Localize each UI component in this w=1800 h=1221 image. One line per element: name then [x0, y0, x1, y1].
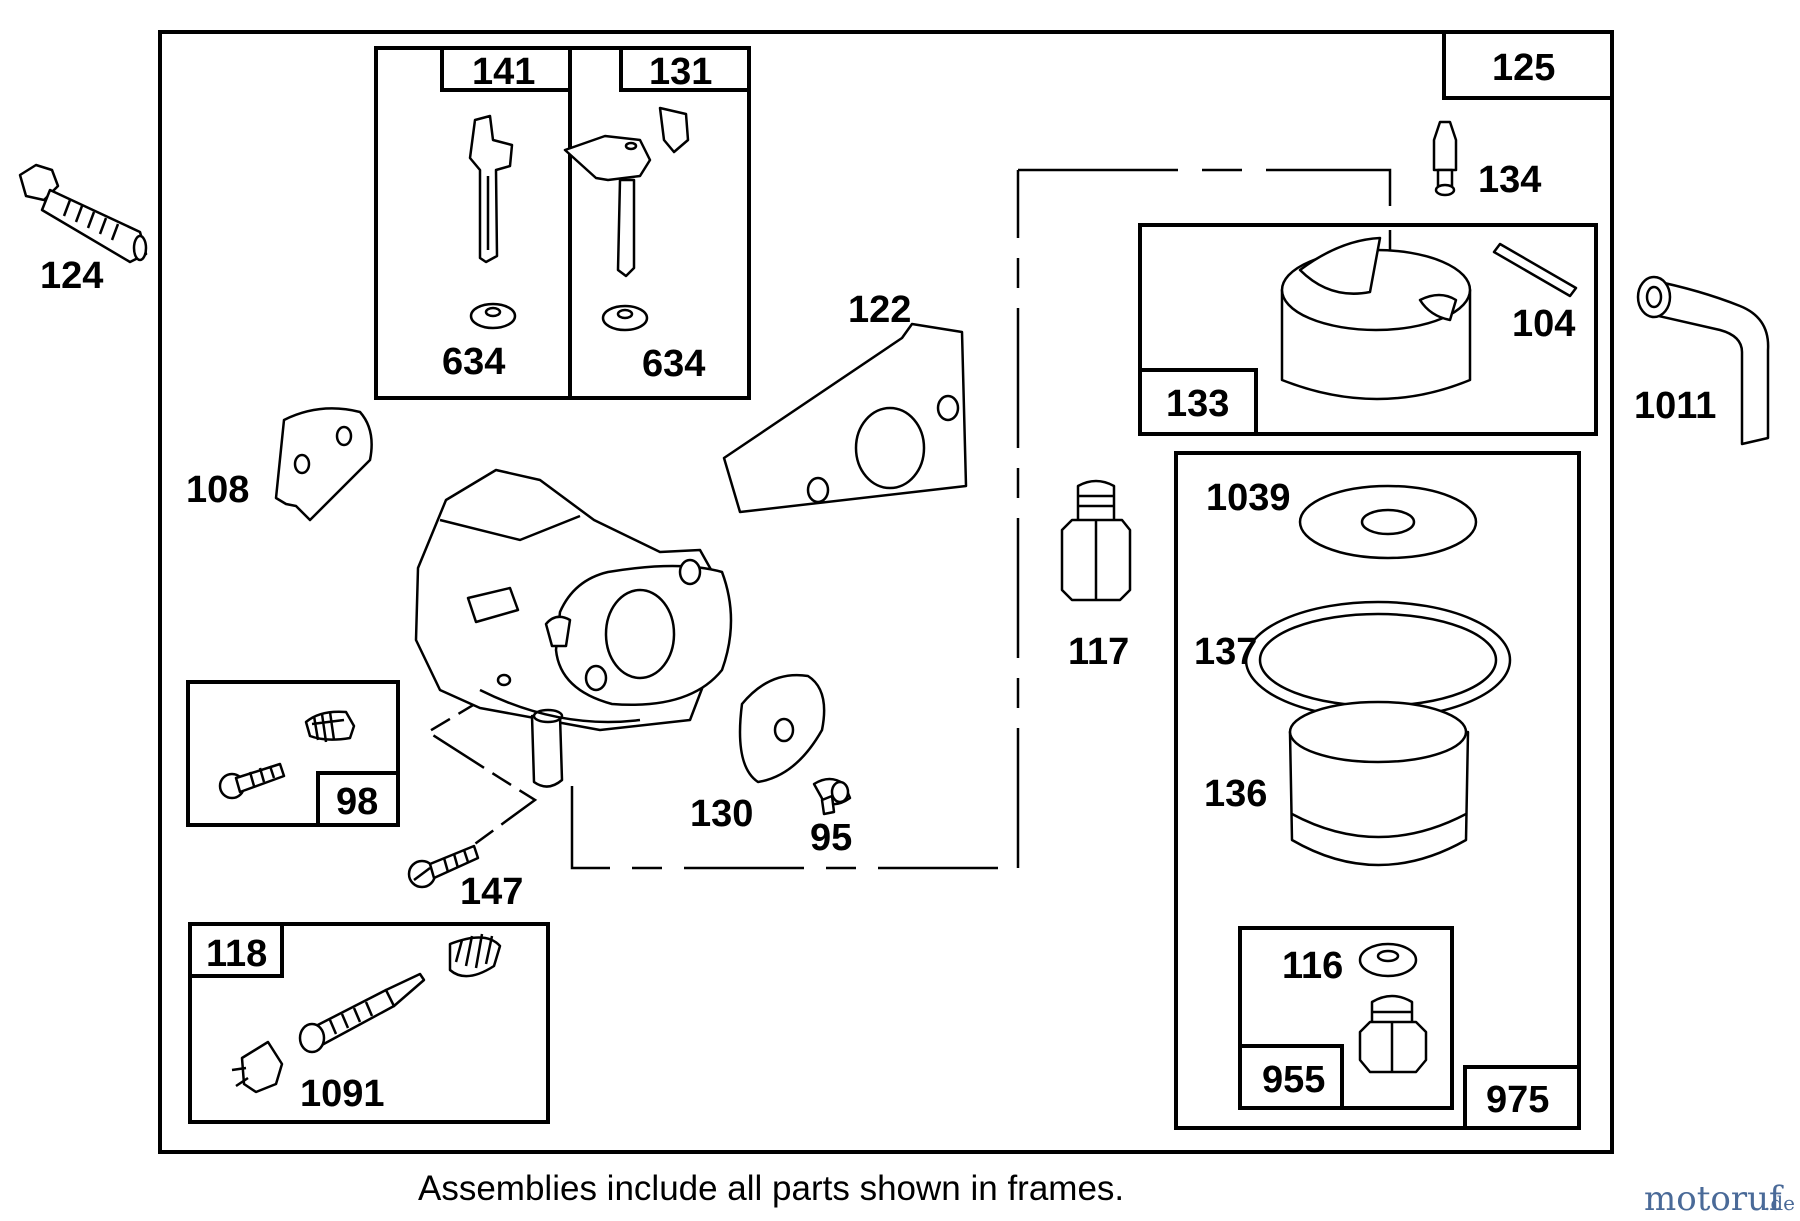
label-122: 122: [848, 289, 911, 331]
caption: Assemblies include all parts shown in fr…: [418, 1169, 1124, 1208]
inlet-117-part: [1060, 479, 1132, 602]
throttle-shaft-141-part: [468, 114, 517, 330]
label-1091: 1091: [300, 1073, 385, 1115]
plate-108-part: [274, 407, 373, 522]
gasket-122-part: [722, 322, 968, 514]
watermark-logo: motoruf .de: [1644, 1179, 1795, 1219]
label-124: 124: [40, 255, 103, 297]
label-98: 98: [336, 781, 378, 823]
plate-130-part: [738, 673, 826, 784]
label-133: 133: [1166, 383, 1229, 425]
label-141: 141: [472, 51, 535, 93]
label-118: 118: [206, 933, 267, 975]
label-104: 104: [1512, 303, 1575, 345]
bolt-124-part: [18, 163, 148, 264]
needle-134-part: [1432, 120, 1458, 197]
screw-147-part: [407, 844, 480, 889]
carburetor-body-part: [414, 468, 733, 788]
label-117: 117: [1068, 631, 1129, 673]
label-136: 136: [1204, 773, 1267, 815]
label-634-a: 634: [442, 341, 505, 383]
watermark-suffix: .de: [1764, 1191, 1795, 1215]
label-1039: 1039: [1206, 477, 1291, 519]
label-108: 108: [186, 469, 249, 511]
label-147: 147: [460, 871, 523, 913]
bowl-136-part: [1288, 700, 1470, 867]
label-137: 137: [1194, 631, 1257, 673]
screw-spring-98-part: [218, 710, 356, 800]
label-130: 130: [690, 793, 753, 835]
screw-95-part: [812, 777, 852, 816]
frame-118: [188, 922, 550, 1124]
frame-133: [1138, 223, 1598, 436]
bowl-nut-955-part: [1358, 994, 1428, 1074]
watermark-main: motoruf: [1644, 1179, 1784, 1219]
pin-104-part: [1492, 242, 1578, 298]
frame-131: [568, 46, 751, 400]
label-634-b: 634: [642, 343, 705, 385]
label-131: 131: [649, 51, 712, 93]
frame-975: [1174, 451, 1581, 1130]
frame-125-label: [1442, 30, 1614, 100]
washer-116-part: [1358, 942, 1418, 978]
label-95: 95: [810, 817, 852, 859]
label-134: 134: [1478, 159, 1541, 201]
choke-shaft-131-part: [563, 106, 690, 332]
label-975: 975: [1486, 1079, 1549, 1121]
label-1011: 1011: [1634, 385, 1716, 427]
frame-955: [1238, 926, 1454, 1110]
needle-valve-1091-part: [231, 933, 502, 1094]
float-133-part: [1280, 236, 1472, 401]
label-125: 125: [1492, 47, 1555, 89]
label-116: 116: [1282, 945, 1343, 987]
ring-137-part: [1244, 600, 1512, 720]
gasket-1039-part: [1298, 484, 1478, 560]
main-frame: [158, 30, 1614, 1154]
hose-1011-part: [1636, 275, 1770, 446]
label-955: 955: [1262, 1059, 1325, 1101]
frame-98: [186, 680, 400, 827]
